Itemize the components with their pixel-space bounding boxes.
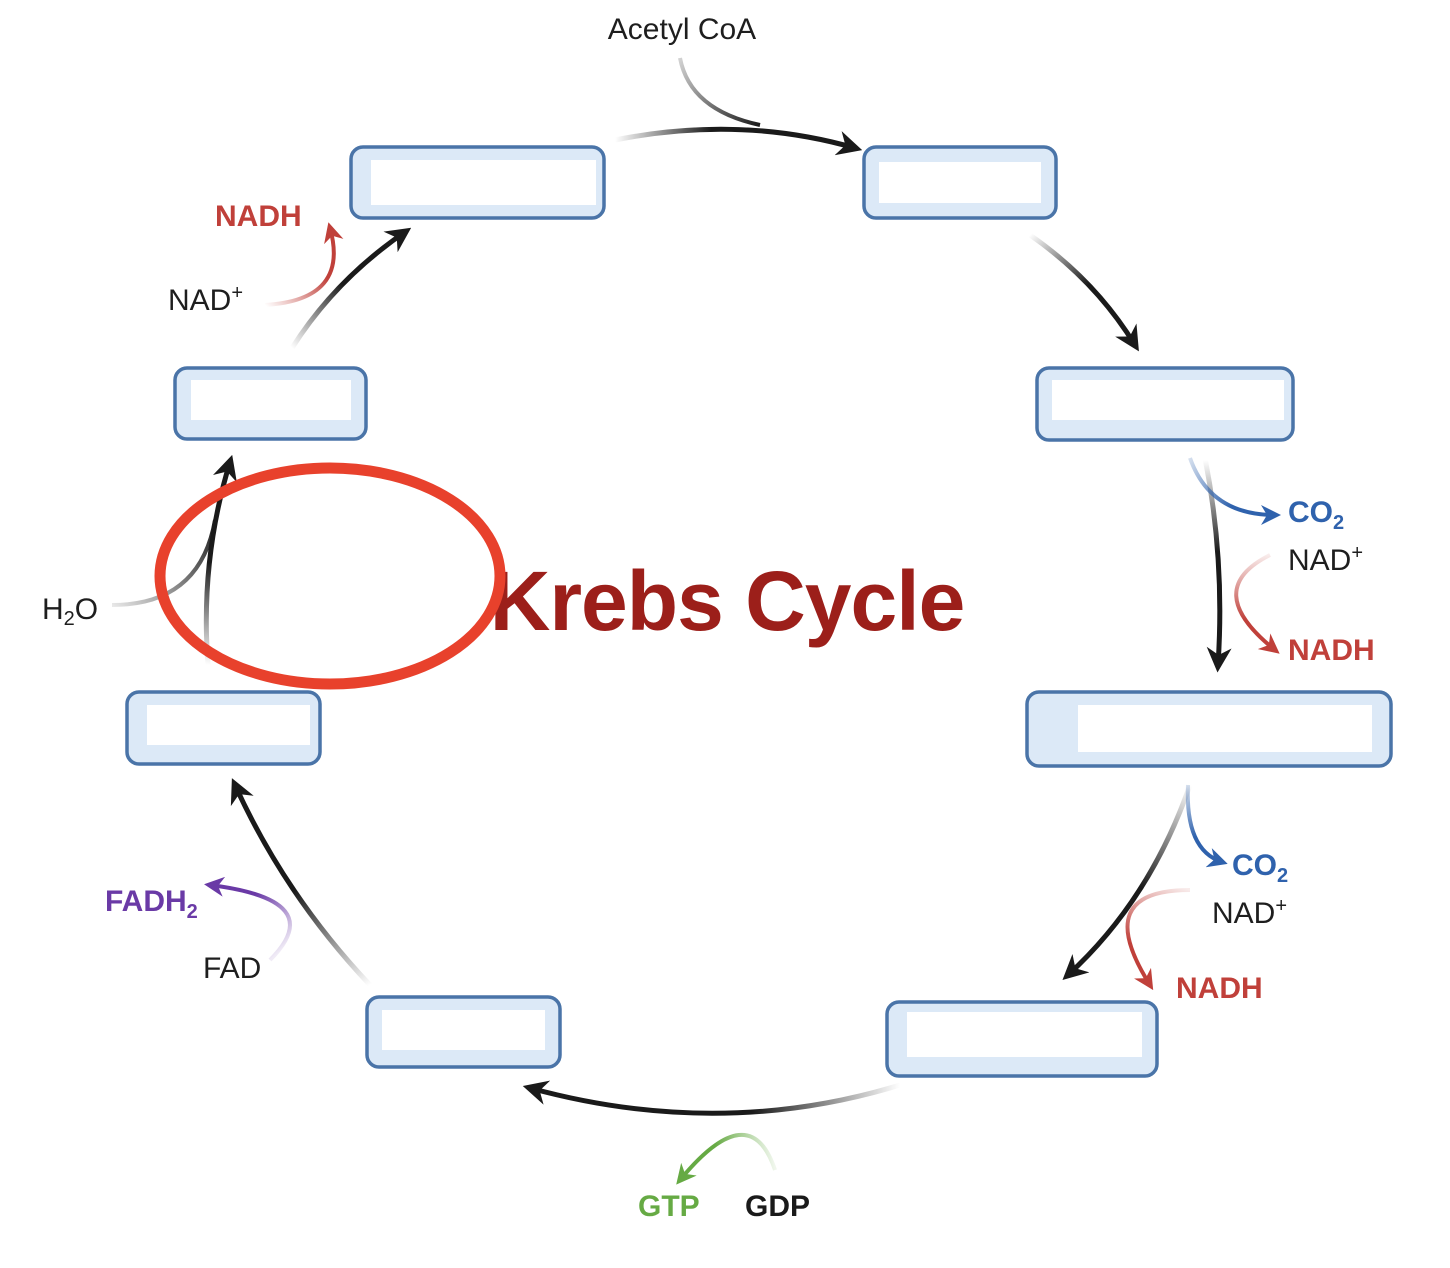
co2-label-right-2: CO2: [1232, 849, 1288, 887]
arrow-right-1: [1028, 232, 1139, 352]
nadh-label-right-2: NADH: [1176, 972, 1263, 1005]
nad-plus-label-right-1: NAD+: [1288, 542, 1363, 577]
box-right-upper[interactable]: [1035, 366, 1295, 442]
gtp-arrow: [676, 1132, 777, 1185]
box-bottom-right[interactable]: [885, 1000, 1159, 1078]
acetyl-coa-label: Acetyl CoA: [608, 13, 756, 46]
title: Krebs Cycle: [490, 554, 965, 648]
arrow-right-3: [1062, 784, 1193, 981]
nadh-label-top-left: NADH: [215, 200, 302, 233]
arrow-left-1: [230, 778, 372, 987]
nadh-label-right-1: NADH: [1288, 634, 1375, 667]
box-bottom-left[interactable]: [365, 995, 562, 1069]
box-left-upper[interactable]: [173, 366, 368, 441]
arrow-left-3: [289, 227, 412, 350]
nadh-arrow-right-2: [1125, 888, 1191, 991]
co2-label-right-1: CO2: [1288, 496, 1344, 534]
co2-arrow-right-2: [1185, 784, 1228, 868]
fadh2-arrow: [204, 876, 292, 962]
box-left-lower[interactable]: [125, 690, 322, 766]
gtp-label: GTP: [638, 1190, 700, 1223]
box-right-middle[interactable]: [1025, 690, 1393, 768]
nad-plus-label-right-2: NAD+: [1212, 895, 1287, 930]
nad-plus-label-top-left: NAD+: [168, 282, 243, 317]
arrow-bottom: [522, 1080, 901, 1116]
arrow-h2o-input: [111, 519, 217, 607]
box-top-right[interactable]: [862, 145, 1058, 220]
nadh-arrow-top-left: [264, 222, 344, 307]
arrow-right-2: [1202, 457, 1232, 673]
highlight-circle: [154, 462, 506, 690]
arrow-acetyl-coa-input: [678, 57, 761, 127]
fad-label: FAD: [203, 952, 261, 985]
box-top-left[interactable]: [349, 145, 606, 220]
arrow-top: [614, 126, 863, 156]
co2-arrow-right-1: [1188, 457, 1281, 525]
h2o-label: H2O: [42, 593, 98, 630]
fadh2-label: FADH2: [105, 885, 198, 923]
gdp-label: GDP: [745, 1190, 810, 1223]
nadh-arrow-right-1: [1234, 553, 1280, 654]
